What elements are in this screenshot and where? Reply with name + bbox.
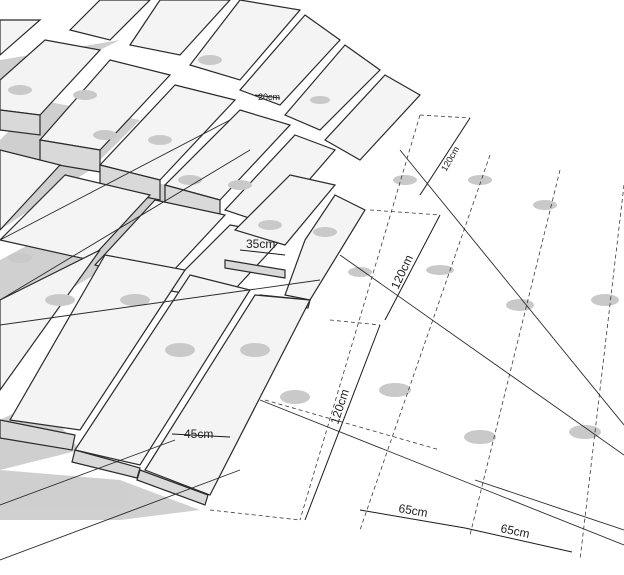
footprint-icon — [93, 130, 117, 140]
footprint-icon — [8, 85, 32, 95]
step-width-label-lower: 45cm — [184, 427, 213, 441]
upper-tread — [68, 0, 151, 41]
footprint-icon — [464, 430, 496, 444]
footprint-icon — [348, 267, 372, 277]
upper-tread — [129, 0, 231, 56]
upper-tread — [284, 44, 381, 131]
upper-riser — [99, 164, 161, 201]
middle-tread — [284, 194, 366, 301]
walking-lines — [0, 119, 624, 561]
lower-riser — [136, 469, 209, 506]
footprint-icon — [165, 343, 195, 357]
footprint-icon — [45, 294, 75, 306]
footprint-icon — [258, 220, 282, 230]
footprint-icon — [310, 96, 330, 104]
lower-riser — [0, 419, 76, 451]
footprint-icon — [426, 265, 454, 275]
footprint-icon — [468, 175, 492, 185]
footprints — [8, 55, 619, 444]
footprint-icon — [178, 175, 202, 185]
landing-length-label-upper: 120cm — [439, 145, 461, 173]
stride-label-right: 65cm — [499, 521, 531, 541]
lower-tread — [74, 274, 251, 466]
footprint-icon — [506, 299, 534, 311]
footprint-icon — [120, 294, 150, 306]
footprint-icon — [393, 175, 417, 185]
footprint-icon — [313, 227, 337, 237]
stride-label-left: 65cm — [397, 501, 428, 520]
footprint-icon — [8, 253, 32, 263]
footprint-icon — [198, 55, 222, 65]
upper-tread — [238, 14, 341, 106]
top-small-label: 20cm — [258, 92, 280, 102]
footprint-icon — [379, 383, 411, 397]
middle-riser — [224, 259, 286, 279]
dimension-lines — [171, 94, 573, 553]
lower-tread — [0, 249, 101, 392]
footprint-icon — [591, 294, 619, 306]
footprint-icon — [148, 135, 172, 145]
footprint-icon — [533, 200, 557, 210]
middle-tread — [0, 149, 62, 231]
landing-length-label-middle: 120cm — [388, 253, 416, 292]
footprint-icon — [228, 180, 252, 190]
footprint-icon — [73, 90, 97, 100]
upper-tread — [324, 74, 421, 161]
footprint-icon — [280, 390, 310, 404]
upper-riser — [0, 109, 41, 136]
upper-tread — [0, 19, 42, 56]
floor-grid-dashed — [209, 114, 624, 561]
footprint-icon — [569, 425, 601, 439]
step-width-label-upper: 35cm — [246, 237, 275, 251]
footprint-icon — [240, 343, 270, 357]
lower-tread — [144, 294, 311, 496]
